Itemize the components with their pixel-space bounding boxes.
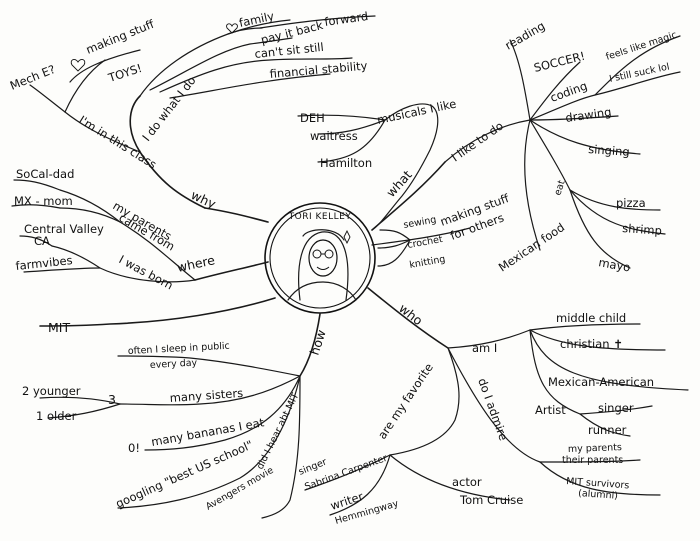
- toys: TOYS!: [106, 61, 144, 85]
- three: 3: [108, 392, 116, 407]
- hub-outer-ring: [264, 202, 376, 314]
- their-parents: their parents: [562, 455, 623, 466]
- do-i-admire: do I admire: [475, 376, 511, 442]
- coding: coding: [548, 79, 589, 105]
- branch-who: who am I middle child christian ✝ Mexica…: [297, 301, 654, 527]
- zero: 0!: [128, 441, 140, 455]
- waitress: waitress: [310, 129, 358, 143]
- reading: reading: [503, 19, 548, 53]
- are-my-favorite: are my favorite: [375, 361, 436, 442]
- mech-e: Mech E?: [8, 62, 57, 93]
- central-valley-line2: CA: [34, 234, 50, 248]
- singing: singing: [588, 142, 630, 159]
- branch-what: what musicals I like DEH waitress Hamilt…: [300, 19, 678, 275]
- sewing: sewing: [403, 214, 438, 231]
- mayo: mayo: [597, 255, 631, 274]
- i-like-to-do: I like to do: [449, 119, 506, 165]
- branch-where: where my parents came from SoCal-dad MX …: [14, 167, 216, 335]
- socal-dad: SoCal-dad: [16, 167, 74, 181]
- i-do-what-i-do: I do what I do: [139, 74, 198, 144]
- many-sisters: many sisters: [169, 386, 243, 405]
- musicals-i-like: musicals I like: [376, 96, 458, 126]
- branch-how: how often I sleep in public every day ma…: [22, 328, 329, 513]
- one-older: 1 older: [36, 409, 77, 423]
- deh: DEH: [300, 111, 325, 125]
- still-suck: I still suck lol: [608, 61, 670, 84]
- heart-icon-family: [226, 23, 238, 34]
- middle-child: middle child: [556, 311, 626, 325]
- mexican-food: Mexican food: [496, 220, 567, 274]
- mx-mom: MX - mom: [14, 194, 73, 208]
- knitting: knitting: [409, 254, 447, 271]
- heart-icon: [70, 58, 86, 72]
- runner: runner: [588, 423, 627, 437]
- making-stuff: making stuff: [84, 16, 157, 56]
- crochet: crochet: [407, 234, 444, 251]
- sparkle-icon: [343, 229, 351, 245]
- shrimp: shrimp: [622, 221, 663, 238]
- mexican-american: Mexican-American: [548, 375, 654, 389]
- my-parents: my parents: [568, 442, 622, 455]
- alumni: (alumni): [578, 488, 618, 502]
- i-was-born: I was born: [117, 252, 176, 292]
- mit: MIT: [48, 320, 70, 335]
- two-younger: 2 younger: [22, 384, 81, 398]
- what-label: what: [383, 167, 415, 200]
- did-i-hear-mit: did I hear abt MIT: [255, 391, 302, 471]
- central-valley-line1: Central Valley: [24, 222, 104, 236]
- drawing: drawing: [564, 105, 612, 125]
- who-label: who: [396, 301, 426, 329]
- am-i: am I: [472, 341, 497, 355]
- branch-lines: [11, 15, 689, 519]
- hub-inner-ring: [269, 207, 371, 309]
- portrait-drawing: [287, 229, 357, 301]
- tom-cruise: Tom Cruise: [459, 493, 523, 507]
- eat: eat: [552, 179, 567, 197]
- forward: forward: [323, 9, 369, 29]
- sleep-in-public-line1: often I sleep in public: [128, 341, 230, 357]
- actor: actor: [452, 475, 482, 489]
- feels-like-magic: feels like magic: [605, 30, 679, 63]
- financial-stability: financial stability: [269, 58, 368, 81]
- soccer: SOCCER!: [532, 49, 586, 75]
- christian: christian ✝: [560, 337, 623, 351]
- center-hub: TORI KELLEY: [264, 202, 376, 314]
- sleep-in-public-line2: every day: [150, 358, 198, 371]
- how-label: how: [307, 328, 329, 357]
- farm-vibes: farmvibes: [15, 253, 73, 273]
- center-name: TORI KELLEY: [288, 212, 352, 222]
- mit-survivors: MIT survivors: [566, 476, 630, 491]
- where-label: where: [176, 252, 217, 275]
- sabrina-carpenter: Sabrina Carpenter: [303, 453, 389, 493]
- artist: Artist: [535, 403, 566, 417]
- hamilton: Hamilton: [320, 156, 372, 170]
- singer: singer: [598, 401, 634, 415]
- pizza: pizza: [616, 196, 646, 210]
